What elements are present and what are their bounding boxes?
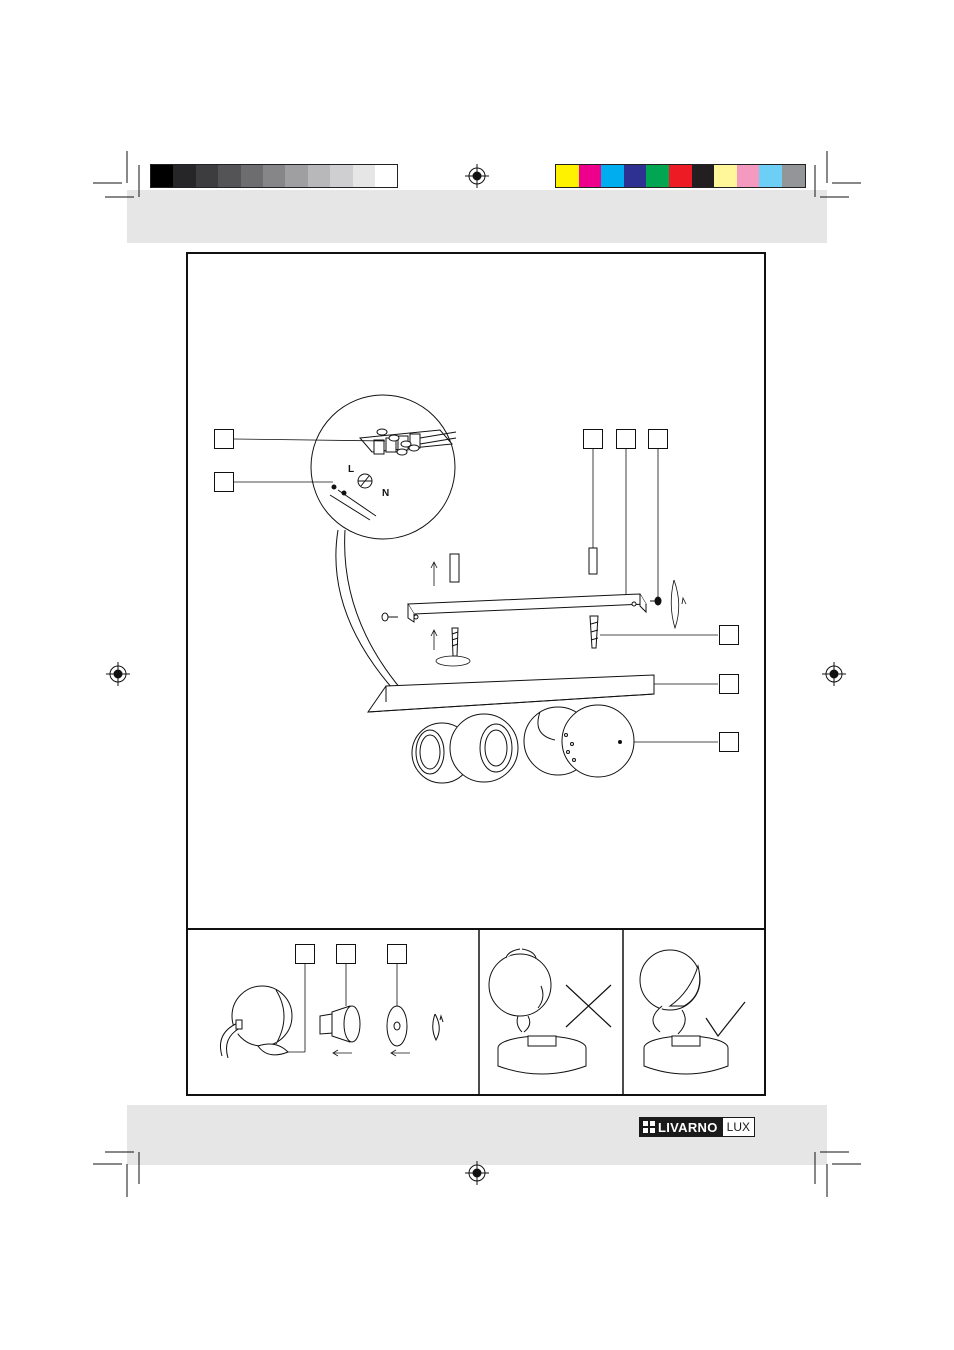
color-swatch-4 <box>623 165 647 187</box>
top-gray-band <box>127 190 827 243</box>
color-swatch-10 <box>759 165 782 187</box>
callout-leaders <box>233 438 718 743</box>
correct-rotation-diagram <box>639 949 746 1075</box>
live-wire-label: L <box>348 464 354 475</box>
callout-box-ceiling-plate <box>719 674 739 694</box>
brand-logo-main: LIVARNO <box>640 1118 722 1136</box>
brand-logo: LIVARNO LUX <box>639 1117 755 1137</box>
ceiling-plate <box>367 674 655 713</box>
registration-mark-top <box>465 164 489 188</box>
gray-swatch-11 <box>374 165 398 187</box>
callout-box-wall-screw <box>719 625 739 645</box>
color-swatch-3 <box>601 165 624 187</box>
gray-swatch-7 <box>285 165 308 187</box>
wall-screws <box>451 615 599 657</box>
color-swatch-2 <box>578 165 602 187</box>
gray-swatch-6 <box>262 165 286 187</box>
callout-box-spotlight <box>719 732 739 752</box>
registration-mark-right <box>822 662 846 686</box>
gray-swatch-1 <box>151 165 174 187</box>
brand-suffix: LUX <box>721 1118 754 1136</box>
brand-name: LIVARNO <box>658 1119 718 1135</box>
gray-swatch-4 <box>218 165 241 187</box>
mounting-bracket <box>407 593 647 623</box>
color-swatch-1 <box>556 165 579 187</box>
illustration-frame <box>186 252 766 1096</box>
gray-swatch-2 <box>173 165 196 187</box>
callout-box-lens-cover <box>387 944 407 964</box>
color-swatch-5 <box>646 165 669 187</box>
screws <box>381 596 662 622</box>
bulb-replacement-diagram <box>220 985 444 1059</box>
color-swatch-7 <box>691 165 715 187</box>
gray-swatch-10 <box>352 165 375 187</box>
gray-swatch-5 <box>240 165 263 187</box>
callout-box-lamp-housing <box>295 944 315 964</box>
color-swatch-9 <box>736 165 760 187</box>
assembly-arrows <box>430 561 687 667</box>
callout-box-terminal-block <box>214 429 234 449</box>
callout-box-bulb <box>336 944 356 964</box>
registration-mark-bottom <box>465 1161 489 1185</box>
gray-swatch-8 <box>307 165 331 187</box>
incorrect-rotation-diagram <box>488 948 612 1075</box>
bulb-callout-leaders <box>288 964 410 1057</box>
gray-swatch-9 <box>330 165 353 187</box>
brand-mark-icon <box>643 1121 655 1133</box>
spotlight-heads <box>411 704 635 784</box>
grayscale-calibration-bar <box>150 164 399 188</box>
callout-box-wall-plug <box>583 429 603 449</box>
neutral-wire-label: N <box>382 488 389 499</box>
wall-plugs <box>449 547 598 583</box>
color-calibration-bar <box>555 164 806 188</box>
color-swatch-6 <box>668 165 692 187</box>
terminal-block-detail <box>310 394 457 689</box>
callout-box-wires <box>214 472 234 492</box>
registration-mark-left <box>106 662 130 686</box>
color-swatch-11 <box>781 165 805 187</box>
crop-marks <box>93 151 861 1197</box>
callout-box-bracket <box>616 429 636 449</box>
gray-swatch-3 <box>195 165 219 187</box>
color-swatch-8 <box>714 165 737 187</box>
callout-box-screw <box>648 429 668 449</box>
